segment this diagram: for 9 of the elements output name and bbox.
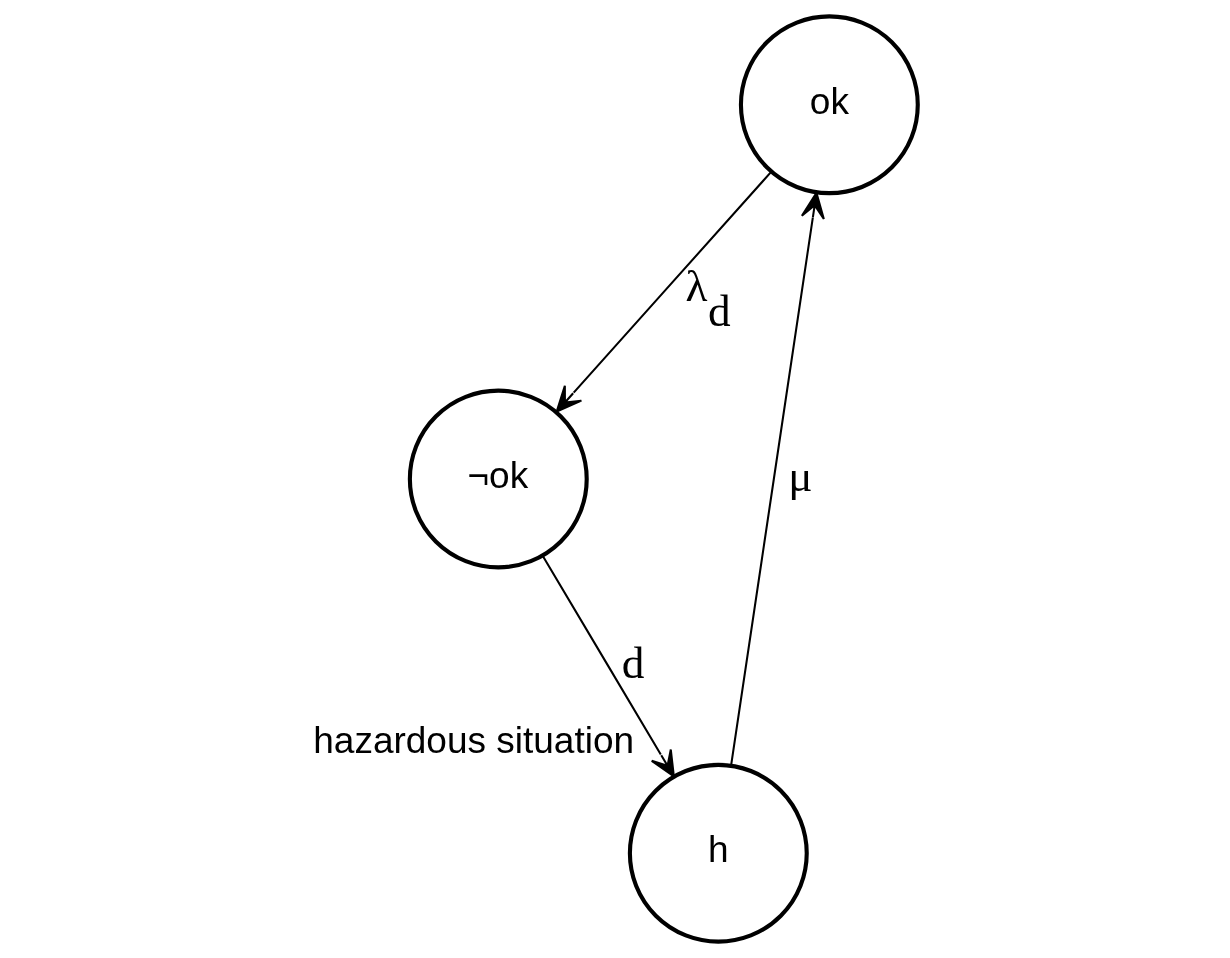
edge-label: d	[621, 637, 644, 688]
node-circle: ¬ok	[407, 388, 589, 570]
node-circle: h	[627, 762, 809, 944]
edge-label: μ	[787, 450, 812, 501]
node-label: hazardous situation	[312, 719, 634, 762]
arrow	[541, 555, 675, 778]
arrow	[555, 171, 772, 413]
node-circle: ok	[738, 14, 920, 196]
arrow	[729, 191, 825, 766]
